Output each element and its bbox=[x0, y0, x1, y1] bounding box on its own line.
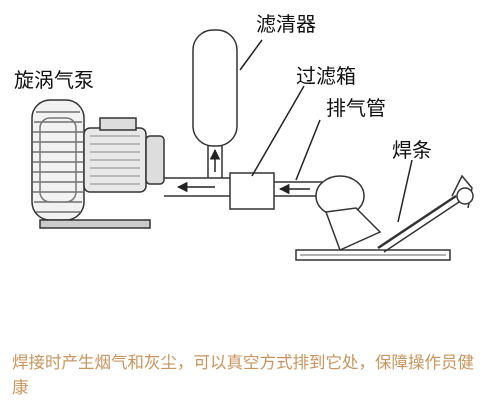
filter-tank bbox=[192, 29, 238, 147]
pipe-blower-to-filter-box bbox=[164, 177, 232, 197]
welding-table bbox=[295, 249, 451, 261]
welding-rod bbox=[377, 174, 474, 253]
vortex-blower bbox=[31, 99, 165, 229]
label-vortex-blower: 旋涡气泵 bbox=[14, 68, 94, 92]
pipe-to-filter-tank bbox=[207, 144, 223, 178]
label-welding-rod: 焊条 bbox=[392, 138, 432, 162]
label-filter-box: 过滤箱 bbox=[296, 64, 356, 88]
suction-hood bbox=[315, 175, 382, 252]
label-filter-tank: 滤清器 bbox=[256, 12, 316, 36]
welding-fume-extraction-diagram bbox=[31, 29, 474, 261]
filter-box bbox=[229, 172, 275, 210]
label-exhaust-pipe: 排气管 bbox=[326, 96, 386, 120]
caption-text: 焊接时产生烟气和灰尘，可以真空方式排到它处，保障操作员健康 bbox=[12, 353, 474, 397]
leader-lines bbox=[239, 39, 413, 223]
